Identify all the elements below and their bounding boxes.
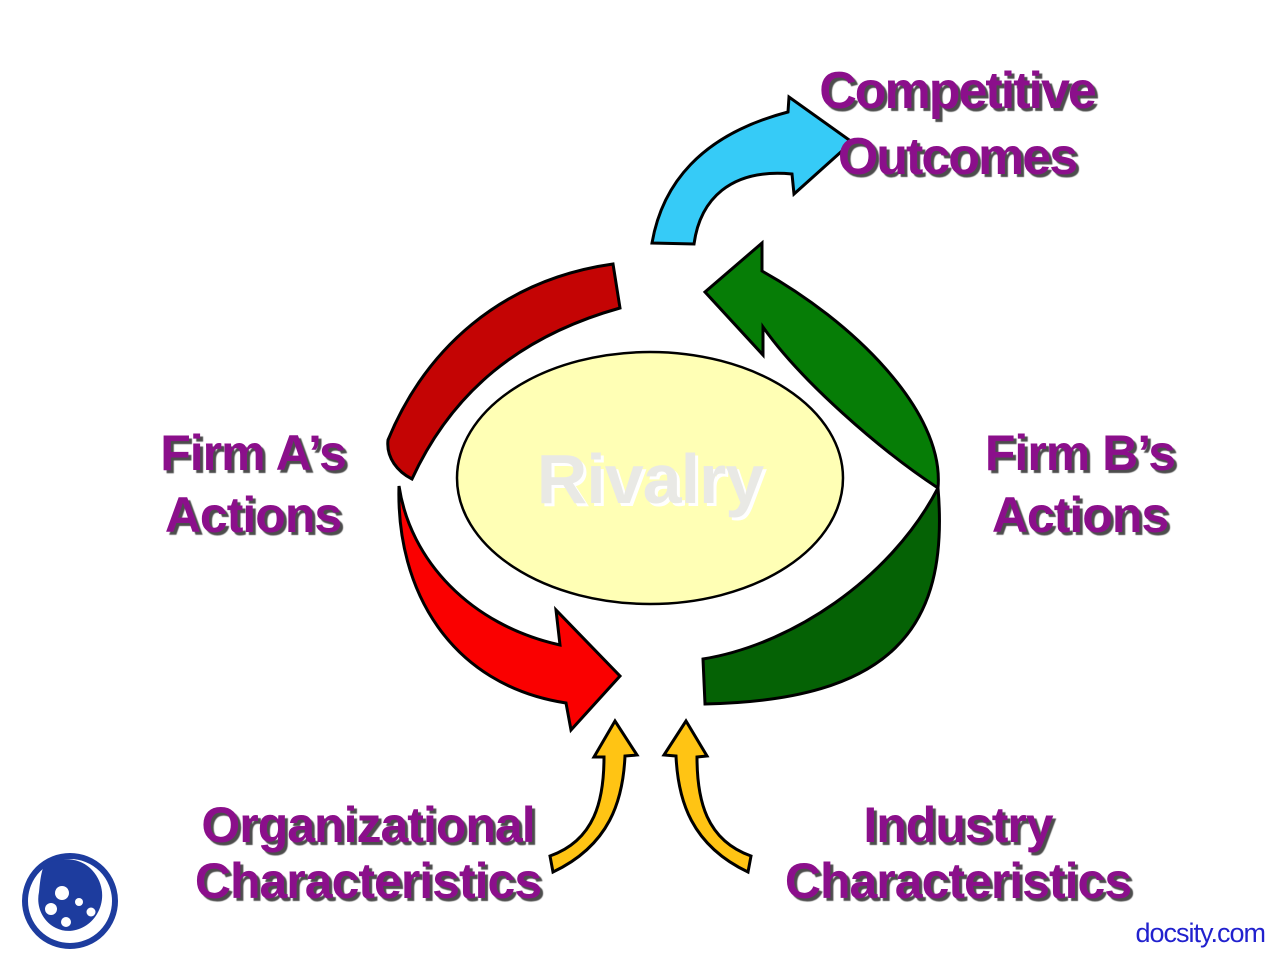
- firm-a-arrow-back-icon: [386, 262, 622, 482]
- firm-a-actions-label: Firm A’s Actions: [98, 422, 408, 546]
- firm-b-arrow-back-icon: [701, 482, 941, 706]
- firm-b-actions-label: Firm B’s Actions: [925, 422, 1235, 546]
- firm-a-line1: Firm A’s: [160, 425, 347, 481]
- firm-a-line2: Actions: [164, 487, 342, 543]
- rivalry-center-label: Rivalry: [450, 444, 850, 514]
- rivalry-text: Rivalry: [536, 440, 764, 518]
- org-line2: Characteristics: [194, 853, 542, 909]
- organizational-characteristics-label: Organizational Characteristics: [168, 797, 568, 909]
- firm-a-arrow-icon: [397, 485, 623, 734]
- docsity-watermark: docsity.com: [1025, 918, 1266, 948]
- industry-characteristics-arrow-icon: [661, 718, 753, 875]
- competitive-outcomes-title: Competitive Outcomes: [757, 58, 1157, 190]
- title-line2: Outcomes: [837, 128, 1078, 186]
- docsity-text: docsity.com: [1135, 918, 1266, 948]
- industry-line1: Industry: [863, 797, 1053, 853]
- rivalry-ellipse: [455, 350, 845, 606]
- industry-line2: Characteristics: [784, 853, 1132, 909]
- title-line1: Competitive: [819, 62, 1097, 120]
- docsity-logo-icon: [22, 853, 118, 949]
- firm-b-line1: Firm B’s: [984, 425, 1176, 481]
- firm-b-line2: Actions: [991, 487, 1169, 543]
- org-line1: Organizational: [201, 797, 535, 853]
- organizational-characteristics-arrow-icon: [548, 718, 640, 875]
- competitive-outcomes-arrow-icon: [650, 94, 855, 246]
- industry-characteristics-label: Industry Characteristics: [758, 797, 1158, 909]
